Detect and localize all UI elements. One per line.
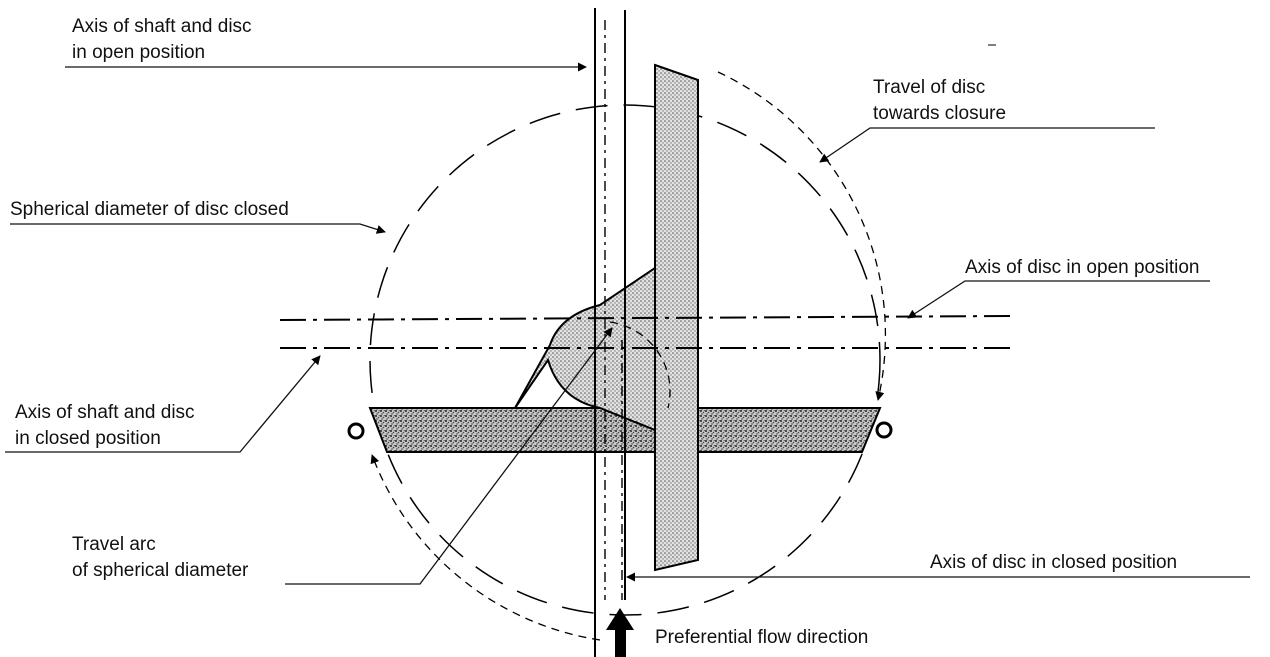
hub-travel-arc: [609, 321, 671, 409]
label-disc-closed: Axis of disc in closed position: [930, 552, 1177, 573]
label-travel-closure-1: Travel of disc: [873, 77, 985, 98]
leader-spherical-closed: [10, 223, 386, 234]
label-shaft-closed-2: in closed position: [15, 428, 161, 449]
seat-ring-right: [875, 421, 893, 439]
travel-arc-left: [370, 454, 601, 641]
leader-disc-open: [907, 280, 1210, 319]
leader-travel-arc: [285, 327, 613, 585]
seat-ring-left: [347, 422, 365, 440]
label-travel-arc-2: of spherical diameter: [72, 560, 249, 581]
label-spherical-closed: Spherical diameter of disc closed: [10, 199, 289, 220]
flow-direction-arrow: [606, 608, 634, 657]
label-travel-closure-2: towards closure: [873, 103, 1006, 124]
travel-arc-right: [717, 71, 887, 401]
disc-open-axis-line: [279, 315, 1011, 321]
label-shaft-closed-1: Axis of shaft and disc: [15, 402, 195, 423]
leader-shaft-closed: [5, 355, 321, 453]
label-disc-open: Axis of disc in open position: [965, 257, 1199, 278]
label-travel-arc-1: Travel arc: [72, 534, 156, 555]
label-shaft-open-2: in open position: [72, 42, 205, 63]
leader-travel-closure: [819, 127, 1155, 163]
label-shaft-open-1: Axis of shaft and disc: [72, 16, 252, 37]
label-preferential-flow: Preferential flow direction: [655, 627, 868, 648]
